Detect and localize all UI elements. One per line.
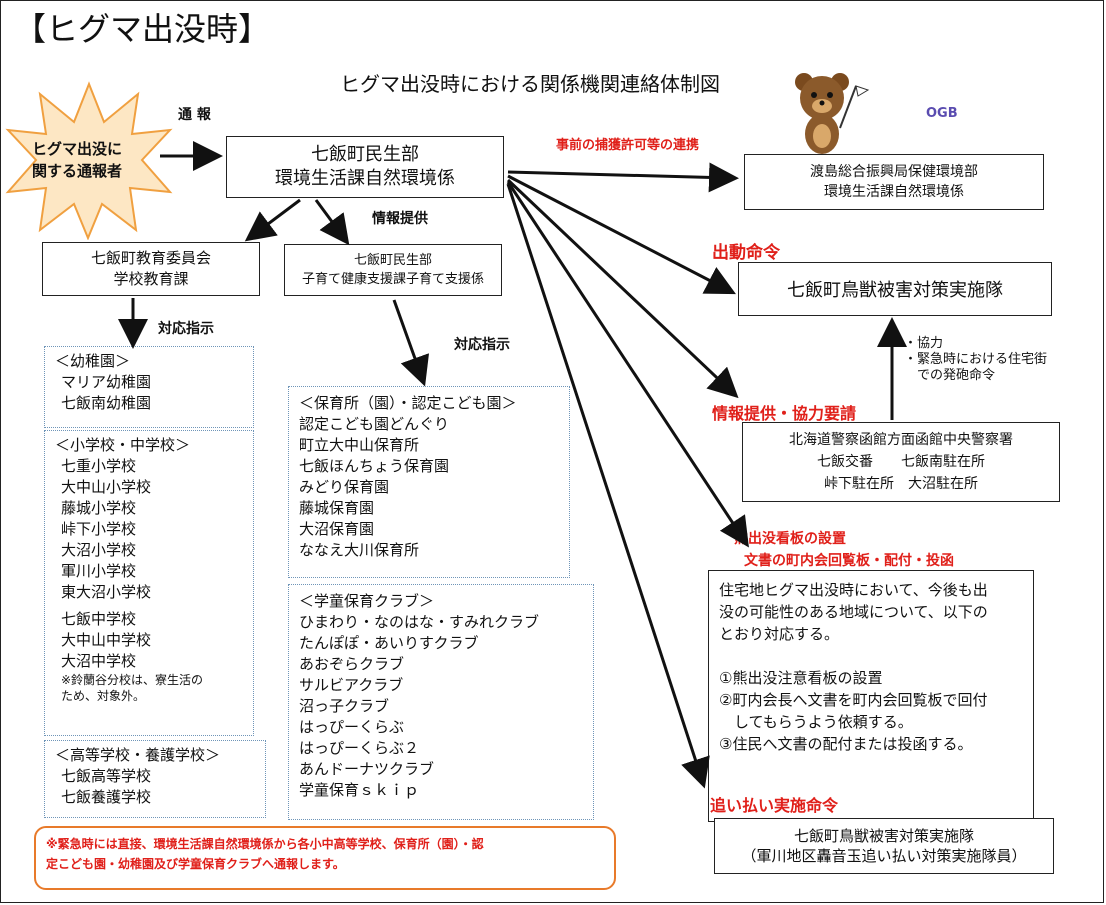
sign-instructions-box: 住宅地ヒグマ出没時において、今後も出没の可能性のある地域について、以下の とおり…	[708, 570, 1034, 822]
nursery-list: ＜保育所（園）・認定こども園＞ 認定こども園どんぐり 町立大中山保育所 七飯ほん…	[288, 386, 570, 578]
bear-mascot-icon	[795, 73, 870, 154]
kindergarten-list: ＜幼稚園＞ マリア幼稚園 七飯南幼稚園	[44, 346, 254, 428]
list-header: ＜学童保育クラブ＞	[299, 592, 435, 610]
list-item: 七重小学校	[61, 457, 137, 475]
sign-label: 熊出没看板の設置文書の町内会回覧板・配付・投函	[734, 531, 954, 569]
list-item: 大沼保育園	[299, 520, 375, 538]
list-item: たんぽぽ・あいりすクラブ	[299, 634, 479, 652]
list-item: 学童保育ｓｋｉｐ	[299, 781, 420, 799]
list-item: 七飯養護学校	[61, 788, 152, 806]
police-box: 北海道警察函館方面函館中央警察署七飯交番 七飯南駐在所峠下駐在所 大沼駐在所	[742, 422, 1060, 502]
list-item: 町立大中山保育所	[299, 436, 420, 454]
list-item: 七飯中学校	[61, 610, 137, 628]
joho-yosei-label: 情報提供・協力要請	[712, 404, 857, 423]
list-item: 七飯南幼稚園	[61, 394, 152, 412]
reporter-burst-shape	[5, 81, 173, 240]
shutsudo-label: 出動命令	[712, 243, 780, 263]
page-header: 【ヒグマ出没時】	[14, 10, 271, 48]
jizen-label: 事前の捕獲許可等の連携	[556, 138, 700, 153]
arrow-center-oiharai	[506, 183, 710, 789]
list-item: 藤城小学校	[61, 499, 137, 517]
list-item: あんドーナツクラブ	[299, 760, 435, 778]
arrow-center-police	[506, 178, 739, 399]
tsuho-label: 通 報	[178, 107, 211, 123]
arrow-center-oshima	[507, 162, 739, 193]
arrow-center-edu	[244, 198, 301, 242]
diagram-title: ヒグマ出没時における関係機関連絡体制図	[340, 72, 720, 96]
list-header: ＜幼稚園＞	[55, 352, 131, 370]
arrow-center-child	[314, 199, 350, 246]
list-header: ＜小学校・中学校＞	[55, 436, 191, 454]
high-school-list: ＜高等学校・養護学校＞ 七飯高等学校 七飯養護学校	[44, 740, 266, 818]
list-item: みどり保育園	[299, 478, 390, 496]
list-header: ＜高等学校・養護学校＞	[55, 746, 221, 764]
list-header: ＜保育所（園）・認定こども園＞	[299, 394, 517, 412]
list-item: はっぴーくらぶ	[299, 718, 405, 736]
mascot-label: OGB	[926, 106, 958, 121]
list-item: あおぞらクラブ	[299, 655, 405, 673]
hunters-box: 七飯町鳥獣被害対策実施隊	[738, 262, 1052, 316]
list-item: ななえ大川保育所	[299, 541, 420, 559]
arrow-child-list	[392, 299, 430, 387]
taiou-label-1: 対応指示	[158, 321, 214, 337]
taiou-label-2: 対応指示	[454, 337, 510, 353]
arrow-center-sign	[506, 181, 749, 548]
list-item: 認定こども園どんぐり	[299, 415, 450, 433]
oiharai-label: 追い払い実施命令	[710, 796, 839, 815]
list-item: 沼っ子クラブ	[299, 697, 390, 715]
oshima-box: 渡島総合振興局保健環境部環境生活課自然環境係	[744, 154, 1044, 210]
list-item: 大中山中学校	[61, 631, 152, 649]
list-item: マリア幼稚園	[61, 373, 152, 391]
jouhou-teikyo-label: 情報提供	[372, 211, 428, 227]
list-item: ひまわり・なのはな・すみれクラブ	[299, 613, 540, 631]
list-item: 大沼中学校	[61, 652, 137, 670]
list-item: はっぴーくらぶ２	[299, 739, 420, 757]
list-item: サルビアクラブ	[299, 676, 404, 694]
reporter-label: ヒグマ出没に関する通報者	[32, 140, 123, 180]
club-list: ＜学童保育クラブ＞ ひまわり・なのはな・すみれクラブ たんぽぽ・あいりすクラブ …	[288, 584, 594, 820]
oiharai-team-box: 七飯町鳥獣被害対策実施隊（軍川地区轟音玉追い払い対策実施隊員）	[714, 818, 1054, 874]
list-item: 大沼小学校	[61, 541, 137, 559]
arrow-center-hunters	[507, 174, 736, 295]
list-item: 七飯ほんちょう保育園	[299, 457, 450, 475]
list-item: 峠下小学校	[61, 520, 137, 538]
list-item: 東大沼小学校	[61, 583, 152, 601]
center-box: 七飯町民生部環境生活課自然環境係	[226, 136, 504, 198]
list-item: 軍川小学校	[61, 562, 137, 580]
child-support-box: 七飯町民生部子育て健康支援課子育て支援係	[284, 244, 502, 296]
kyoryoku-label: ・協力・緊急時における住宅街 での発砲命令	[904, 336, 1048, 383]
list-item: 藤城保育園	[299, 499, 375, 517]
list-item: 七飯高等学校	[61, 767, 152, 785]
emergency-note: ※緊急時には直接、環境生活課自然環境係から各小中高等学校、保育所（園）・認定こど…	[34, 826, 616, 890]
education-board-box: 七飯町教育委員会学校教育課	[42, 242, 260, 296]
list-note: ※鈴蘭谷分校は、寮生活のため、対象外。	[61, 673, 204, 703]
schools-list: ＜小学校・中学校＞ 七重小学校 大中山小学校 藤城小学校 峠下小学校 大沼小学校…	[44, 430, 254, 736]
list-item: 大中山小学校	[61, 478, 152, 496]
